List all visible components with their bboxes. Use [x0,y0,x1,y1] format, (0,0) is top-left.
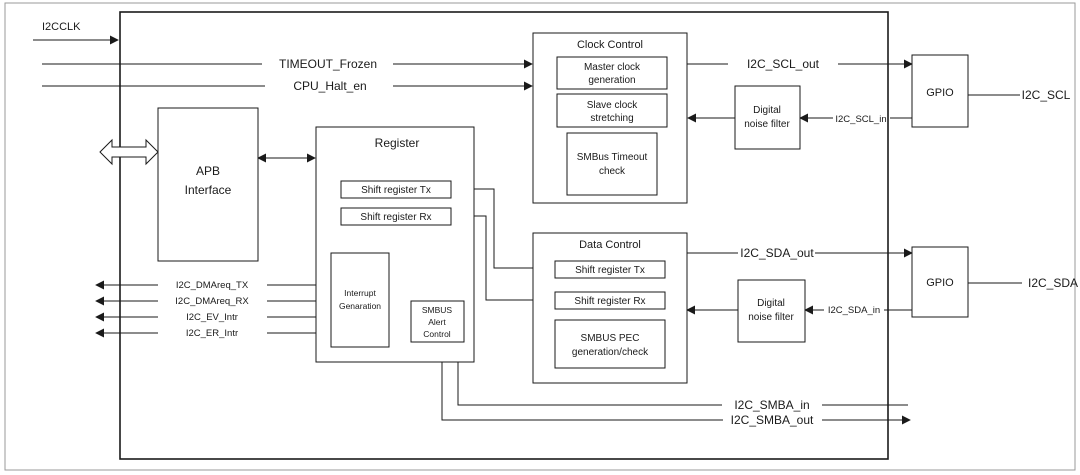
er-intr-label: I2C_ER_Intr [186,328,238,339]
smbus-timeout-line2: check [599,166,626,177]
dmareq-tx-label: I2C_DMAreq_TX [176,280,249,291]
sda-filter-line1: Digital [757,298,785,309]
register-shift-tx-label: Shift register Tx [361,185,431,196]
data-shift-tx-box [554,260,666,279]
sda-out-label: I2C_SDA_out [740,246,814,260]
i2c-peripheral-block [119,11,889,460]
timeout-frozen-label: TIMEOUT_Frozen [279,57,377,71]
sda-filter-line2: noise filter [748,312,794,323]
interrupt-generation-box [330,252,390,348]
data-shift-rx-box [554,291,666,310]
gpio-sda-label: GPIO [926,277,954,289]
slave-clock-box [556,93,668,128]
ev-intr-label: I2C_EV_Intr [186,312,238,323]
interrupt-label-line2: Genaration [339,301,381,311]
smbus-timeout-box [566,132,658,196]
register-title: Register [375,136,420,150]
register-shift-rx-label: Shift register Rx [360,212,431,223]
scl-filter-line1: Digital [753,105,781,116]
master-clock-box [556,56,668,90]
i2cclk-label: I2CCLK [42,21,81,33]
scl-in-label: I2C_SCL_in [835,114,886,125]
sda-pin-label: I2C_SDA [1028,276,1078,290]
slave-clock-line2: stretching [590,113,633,124]
smbus-pec-line1: SMBUS PEC [581,333,640,344]
master-clock-line2: generation [588,75,635,86]
scl-out-label: I2C_SCL_out [747,57,820,71]
smbus-alert-line2: Alert [428,317,446,327]
sda-noise-filter-box [737,279,806,343]
smba-out-line-left [441,342,723,421]
register-shift-tx-box [340,180,452,199]
data-shift-tx-label: Shift register Tx [575,265,645,276]
clock-control-title: Clock Control [577,39,643,51]
smbus-alert-line3: Control [423,329,451,339]
scl-noise-filter-box [734,85,801,150]
data-shift-rx-label: Shift register Rx [574,296,645,307]
dmareq-rx-label: I2C_DMAreq_RX [175,296,249,307]
slave-clock-line1: Slave clock [587,100,639,111]
smbus-timeout-line1: SMBus Timeout [577,152,648,163]
gpio-scl-label: GPIO [926,87,954,99]
smbus-alert-line1: SMBUS [422,305,453,315]
apb-bus-double-arrow-icon [99,138,159,166]
apb-label-line1: APB [196,164,220,178]
cpu-halt-en-label: CPU_Halt_en [293,79,366,93]
gpio-scl-box [911,54,969,128]
smba-in-label: I2C_SMBA_in [734,398,809,412]
master-clock-line1: Master clock [584,62,641,73]
apb-label-line2: Interface [185,183,232,197]
register-shift-rx-box [340,207,452,226]
gpio-sda-box [911,246,969,318]
apb-interface-block [157,107,259,262]
scl-pin-label: I2C_SCL [1022,88,1071,102]
smba-in-arrow [453,341,722,406]
sda-in-label: I2C_SDA_in [828,305,880,316]
figure-frame [4,2,1076,471]
smbus-alert-control-box [410,300,465,343]
smba-out-label: I2C_SMBA_out [731,413,814,427]
data-control-title: Data Control [579,239,641,251]
interrupt-label-line1: Interrupt [344,288,376,298]
smbus-pec-line2: generation/check [572,347,649,358]
smbus-pec-box [554,319,666,369]
scl-filter-line2: noise filter [744,119,790,130]
